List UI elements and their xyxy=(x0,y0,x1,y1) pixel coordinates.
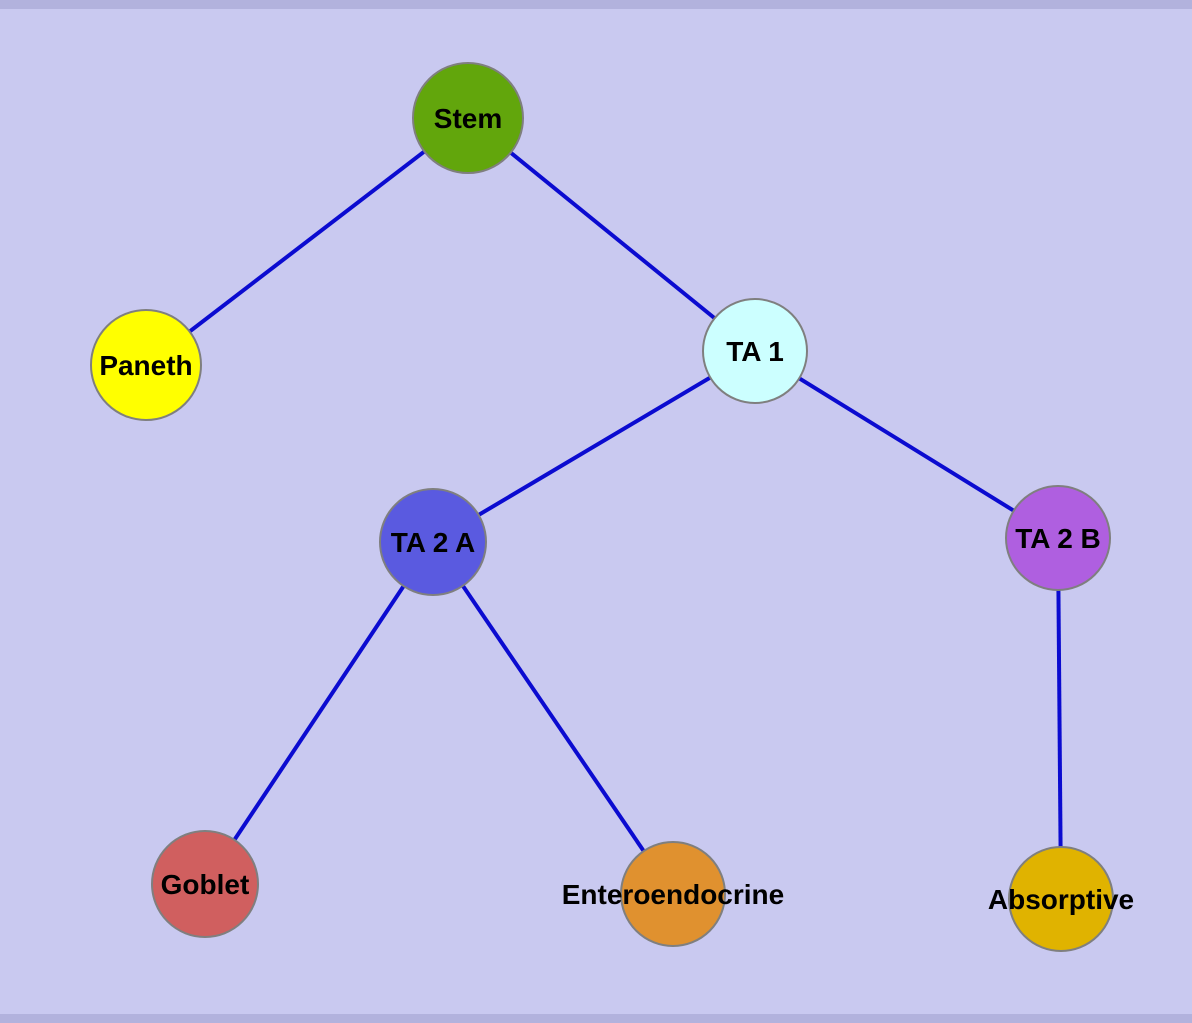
edge-stem-ta1 xyxy=(466,116,757,353)
node-enteroendocrine-circle[interactable] xyxy=(620,841,726,947)
node-ta2a[interactable]: TA 2 A xyxy=(379,488,487,596)
node-ta1[interactable]: TA 1 xyxy=(702,298,808,404)
node-paneth[interactable]: Paneth xyxy=(90,309,202,421)
node-stem[interactable]: Stem xyxy=(412,62,524,174)
edge-ta2b-absorptive xyxy=(1056,537,1063,900)
node-stem-circle[interactable] xyxy=(412,62,524,174)
node-ta2a-circle[interactable] xyxy=(379,488,487,596)
edge-ta1-ta2b xyxy=(753,349,1060,540)
top-edge-shade xyxy=(0,0,1192,9)
edge-ta2a-enteroendocrine xyxy=(431,540,675,896)
edge-ta1-ta2a xyxy=(431,349,757,544)
node-ta1-circle[interactable] xyxy=(702,298,808,404)
bottom-edge-shade xyxy=(0,1014,1192,1023)
edge-ta2a-goblet xyxy=(203,540,435,886)
node-ta2b-circle[interactable] xyxy=(1005,485,1111,591)
node-paneth-circle[interactable] xyxy=(90,309,202,421)
edge-stem-paneth xyxy=(144,116,470,367)
node-goblet-circle[interactable] xyxy=(151,830,259,938)
node-goblet[interactable]: Goblet xyxy=(151,830,259,938)
node-ta2b[interactable]: TA 2 B xyxy=(1005,485,1111,591)
node-absorptive-circle[interactable] xyxy=(1008,846,1114,952)
